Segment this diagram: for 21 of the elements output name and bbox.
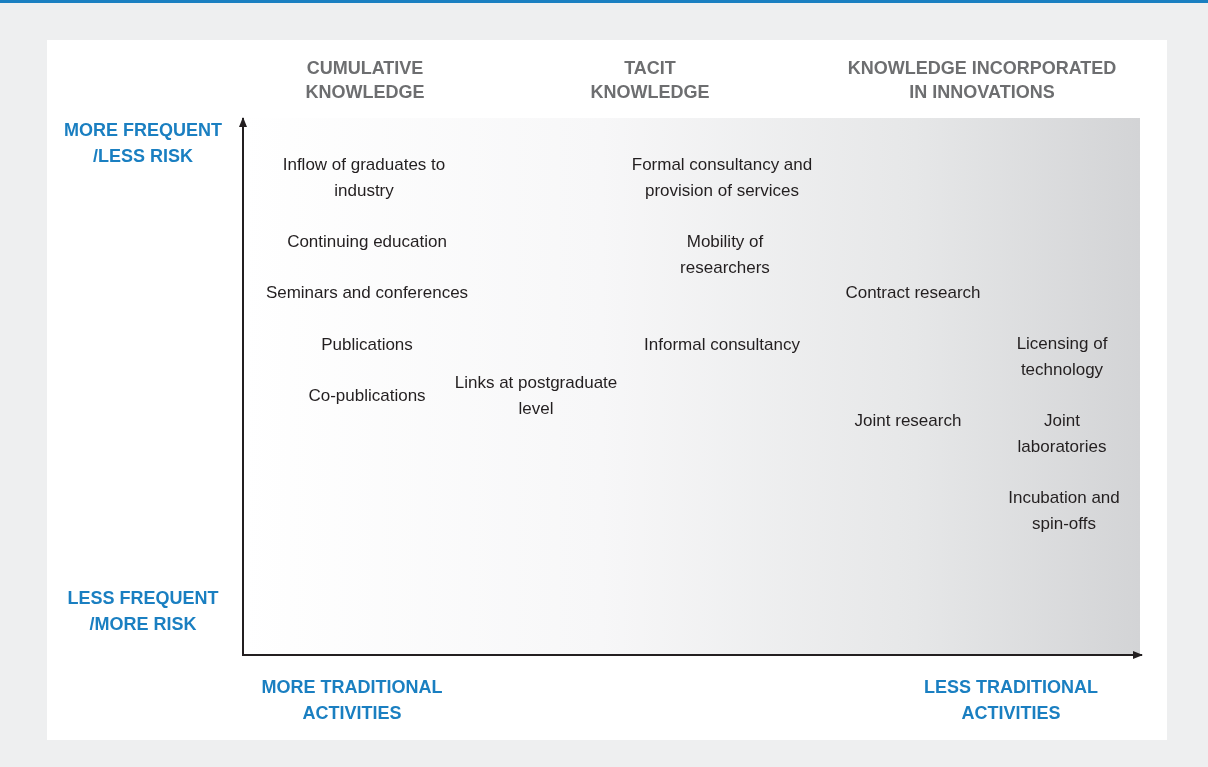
- column-heading: TACIT KNOWLEDGE: [589, 57, 711, 104]
- activity-label: Formal consultancy and provision of services: [630, 154, 814, 202]
- activity-label: Mobility of researchers: [679, 231, 771, 279]
- axis-label: LESS FREQUENT /MORE RISK: [66, 587, 220, 636]
- axis-label: MORE FREQUENT /LESS RISK: [63, 119, 223, 168]
- activity-label: Incubation and spin-offs: [1007, 487, 1121, 535]
- activity-label: Seminars and conferences: [264, 282, 470, 304]
- activity-label: Informal consultancy: [643, 334, 801, 356]
- axis-label: MORE TRADITIONAL ACTIVITIES: [260, 676, 444, 725]
- column-heading: KNOWLEDGE INCORPORATED IN INNOVATIONS: [846, 57, 1118, 104]
- activity-label: Joint research: [853, 410, 963, 432]
- activity-label: Contract research: [844, 282, 982, 304]
- activity-label: Co-publications: [307, 385, 427, 407]
- activity-label: Links at postgraduate level: [453, 372, 619, 420]
- activity-label: Publications: [320, 334, 414, 356]
- activity-label: Inflow of graduates to industry: [281, 154, 447, 202]
- column-heading: CUMULATIVE KNOWLEDGE: [304, 57, 426, 104]
- activity-label: Continuing education: [286, 231, 448, 253]
- activity-label: Joint laboratories: [1016, 410, 1108, 458]
- axis-label: LESS TRADITIONAL ACTIVITIES: [923, 676, 1099, 725]
- activity-label: Licensing of technology: [1015, 333, 1109, 381]
